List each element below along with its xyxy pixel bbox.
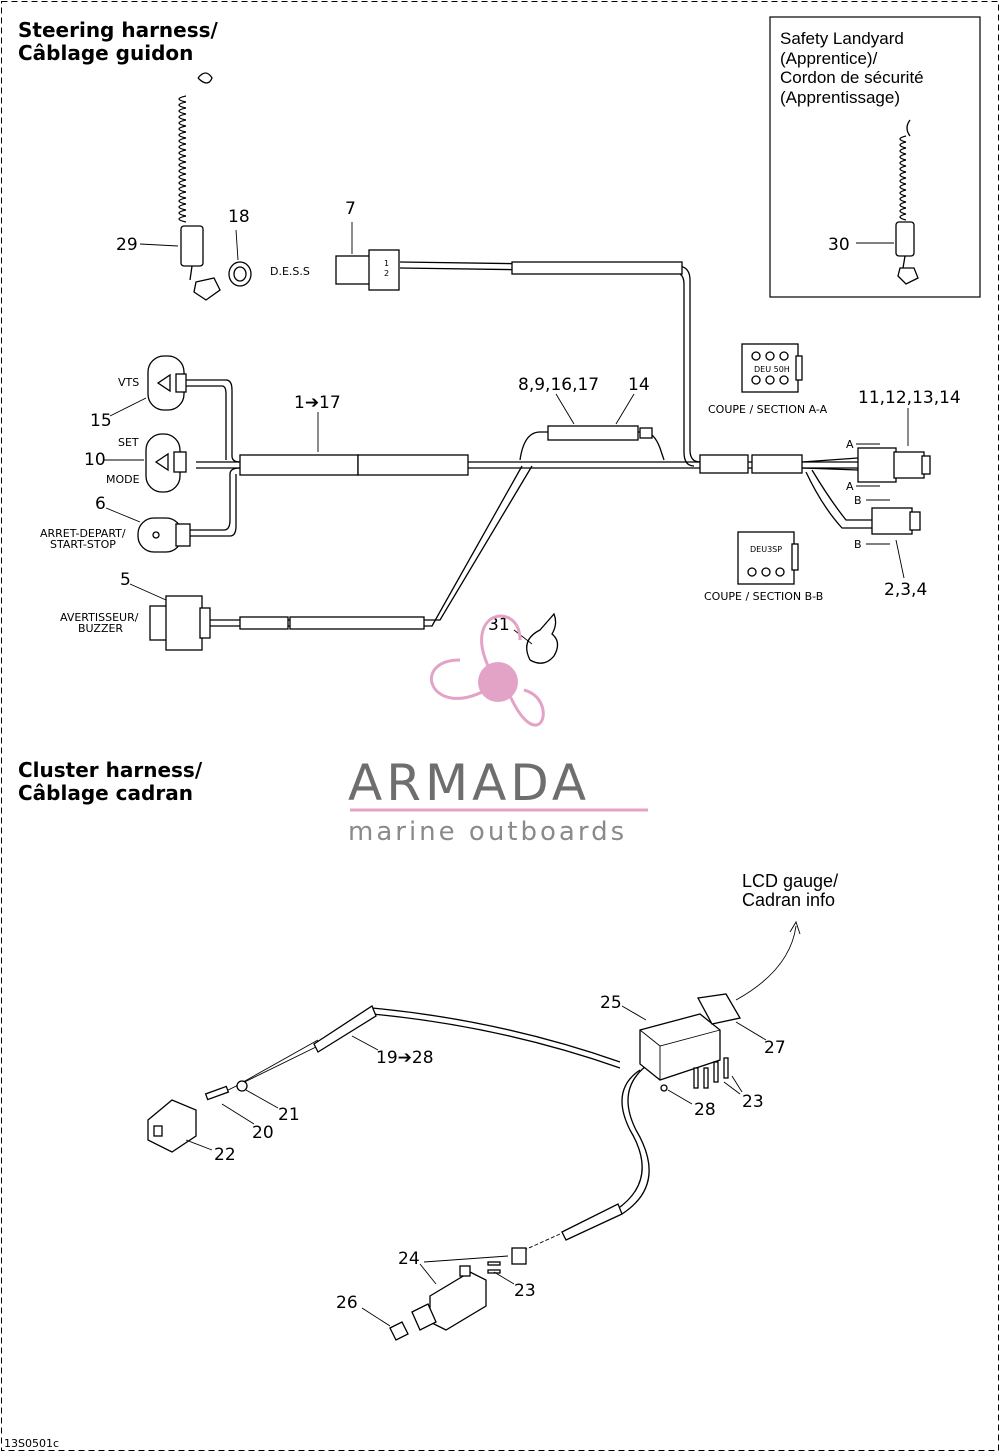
buzzer-5: 5 AVERTISSEUR/ BUZZER (60, 570, 211, 651)
svg-text:DEU3SP: DEU3SP (750, 545, 782, 554)
avertisseur-label: AVERTISSEUR/ (60, 611, 139, 624)
callout-28: 28 (694, 1100, 716, 1120)
grommet-27: 27 (696, 993, 786, 1058)
lcd-label-line2: Cadran info (742, 890, 835, 910)
cluster-title-line2: Câblage cadran (18, 781, 193, 805)
connector-24: 24 23 (398, 1247, 536, 1331)
vts-label: VTS (118, 376, 139, 389)
safety-box-line2: (Apprentice)/ (780, 49, 878, 68)
callout-6: 6 (95, 494, 106, 514)
svg-text:2: 2 (384, 269, 389, 278)
cluster-title-line1: Cluster harness/ (18, 758, 203, 782)
seal-20: 20 (204, 1085, 274, 1143)
callout-25: 25 (600, 993, 622, 1013)
lanyard-cap-icon (189, 265, 221, 301)
steering-title-line1: Steering harness/ (18, 18, 219, 42)
callout-10: 10 (84, 450, 106, 470)
lanyard-clip-icon (180, 225, 204, 267)
set-mode-switch-10: SET MODE 10 (84, 433, 187, 493)
safety-lanyard-box: Safety Landyard (Apprentice)/ Cordon de … (769, 16, 981, 298)
lcd-pointer-arrow (735, 925, 797, 1001)
lcd-label-line1: LCD gauge/ (742, 871, 838, 891)
cluster-sleeve-main (313, 1005, 377, 1053)
callout-7: 7 (345, 199, 356, 219)
callout-11-14: 11,12,13,14 (858, 388, 961, 408)
cluster-sleeve-lower (561, 1203, 623, 1241)
plug-28: 28 (660, 1084, 716, 1120)
start-stop-switch-6: 6 ARRET-DEPART/ START-STOP (40, 494, 191, 553)
connector-25: 25 (600, 993, 721, 1081)
dess-post-7: 1 2 7 D.E.S.S (270, 199, 400, 291)
set-label: SET (118, 436, 139, 449)
drawing-code: 13S0501c (4, 1437, 59, 1450)
callout-31: 31 (488, 615, 510, 635)
triangle-icon (154, 452, 169, 472)
brand-tagline: marine outboards (348, 817, 627, 847)
section-a-mark-bottom: A (846, 480, 854, 493)
clamp-18: 18 (228, 207, 252, 287)
seal-21: 21 (236, 1080, 300, 1125)
section-b-mark-top: B (854, 494, 862, 507)
part-26: 26 (336, 1293, 409, 1341)
steering-lanyard-coil-icon (178, 95, 187, 223)
callout-15: 15 (90, 411, 112, 431)
callout-24: 24 (398, 1249, 420, 1269)
lanyard-29: 29 (116, 72, 221, 301)
svg-text:DEU 50H: DEU 50H (754, 365, 790, 374)
lanyard-coil-icon (899, 135, 907, 221)
main-harness-sleeve (239, 454, 359, 476)
section-b-b: DEU3SP COUPE / SECTION B-B (704, 531, 823, 603)
connector-2-4: 2,3,4 B B (854, 494, 927, 600)
callout-27: 27 (764, 1038, 786, 1058)
lanyard-cap-icon (897, 255, 919, 285)
callout-2-3-4: 2,3,4 (884, 580, 927, 600)
steering-title-line2: Câblage guidon (18, 41, 193, 65)
cable-tie-31: 31 (488, 612, 559, 664)
propeller-icon (430, 614, 545, 727)
terminals-23-upper: 23 (693, 1057, 764, 1112)
brand-name: ARMADA (348, 754, 590, 812)
callout-20: 20 (252, 1123, 274, 1143)
arret-depart-label: ARRET-DEPART/ (40, 527, 126, 540)
armada-logo: ARMADA marine outboards (348, 614, 648, 847)
safety-box-line3: Cordon de sécurité (780, 68, 924, 87)
callout-19-28: 19➔28 (376, 1048, 434, 1068)
lanyard-loop-icon (906, 119, 911, 137)
callout-18: 18 (228, 207, 250, 227)
callout-14: 14 (628, 375, 650, 395)
callout-26: 26 (336, 1293, 358, 1313)
callout-1-17: 1➔17 (294, 393, 341, 413)
fuse-holder (547, 425, 639, 441)
vts-switch-15: VTS 15 (90, 355, 187, 431)
section-b-mark-bottom: B (854, 538, 862, 551)
lanyard-clip-icon (895, 221, 915, 257)
safety-box-line1: Safety Landyard (780, 29, 904, 48)
dess-label: D.E.S.S (270, 265, 310, 278)
callout-30: 30 (828, 235, 850, 255)
callout-29: 29 (116, 235, 138, 255)
buzzer-label: BUZZER (78, 622, 123, 635)
callout-22: 22 (214, 1145, 236, 1165)
callout-23-lower: 23 (514, 1281, 536, 1301)
connector-22: 22 (147, 1099, 236, 1165)
cluster-wiring (219, 1007, 650, 1253)
section-a-label: COUPE / SECTION A-A (708, 403, 828, 416)
safety-box-line4: (Apprentissage) (780, 88, 900, 107)
steering-wiring (186, 261, 872, 630)
callout-8-9-16-17: 8,9,16,17 (518, 375, 599, 395)
start-stop-label: START-STOP (50, 538, 116, 551)
mode-label: MODE (106, 473, 140, 486)
section-a-mark-top: A (846, 438, 854, 451)
callout-5: 5 (120, 570, 131, 590)
section-a-a: DEU 50H COUPE / SECTION A-A (708, 343, 828, 416)
connector-11-14: 11,12,13,14 A A (846, 388, 961, 493)
callout-23-upper: 23 (742, 1092, 764, 1112)
triangle-icon (156, 373, 171, 393)
section-b-label: COUPE / SECTION B-B (704, 590, 823, 603)
svg-text:1: 1 (384, 259, 389, 268)
callout-21: 21 (278, 1105, 300, 1125)
